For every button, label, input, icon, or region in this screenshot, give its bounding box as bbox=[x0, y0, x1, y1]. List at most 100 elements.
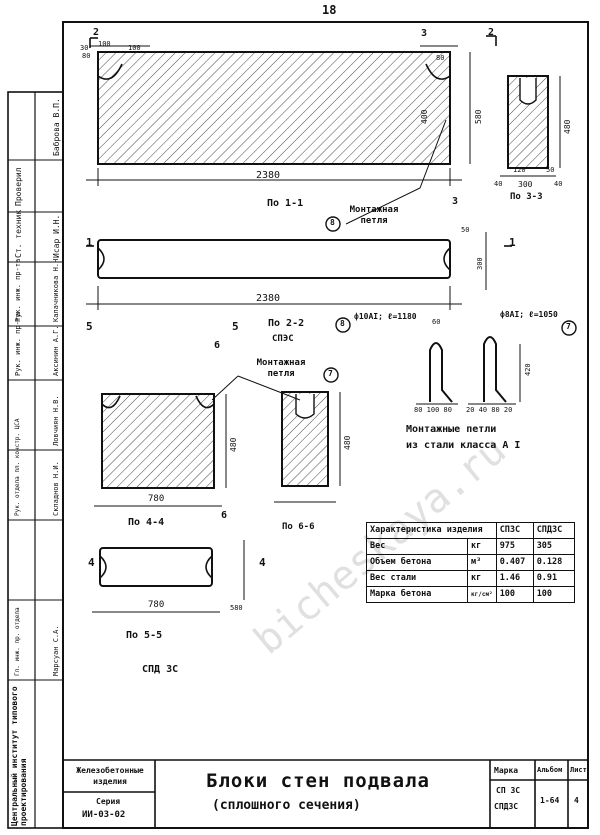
table-row: Вес кг 975 305 bbox=[366, 538, 575, 555]
cut-3: 3 bbox=[421, 28, 428, 39]
dim-420: 420 bbox=[524, 363, 532, 376]
titleblock-mark-label: Марка bbox=[494, 766, 519, 775]
titleblock-mark-2: СПД3С bbox=[494, 802, 519, 811]
dim-480a: 480 bbox=[563, 120, 572, 134]
dim-80a: 80 bbox=[82, 52, 91, 60]
sidebar-role-text: Рук. отдела пл. констр. ЦСА bbox=[14, 418, 21, 516]
titleblock-sheet-label: Лист bbox=[570, 766, 587, 774]
table-cell: Объем бетона bbox=[366, 554, 468, 571]
cut-5b: 5 bbox=[232, 320, 239, 333]
sidebar-name-text: Складнов Н.И. bbox=[52, 461, 60, 516]
sidebar-name-text: Аксинин А.Г. bbox=[52, 325, 60, 376]
callout-8b: 8 bbox=[340, 319, 345, 328]
sidebar-name-text: Ловчиян Н.В. bbox=[52, 395, 60, 446]
section-2-2-label: По 2-2 bbox=[268, 318, 305, 329]
dim-50a: 50 bbox=[546, 166, 555, 174]
loop-bar-8: ф10АI; ℓ=1180 bbox=[354, 312, 417, 321]
dim-120: 120 bbox=[513, 166, 526, 174]
spd3s-mid-label: СПЭС bbox=[272, 334, 294, 344]
table-row: Марка бетона кг/см² 100 100 bbox=[366, 586, 575, 603]
page-number: 18 bbox=[322, 3, 337, 17]
sidebar-name-text: Марсуан С.А. bbox=[52, 625, 60, 676]
sidebar-org: Центральный институт типового проектиров… bbox=[10, 686, 28, 826]
sidebar-name: Баброва В.П. bbox=[52, 98, 61, 156]
loop-bar-7: ф8АI; ℓ=1050 bbox=[500, 310, 558, 319]
loop-base-b: 20 40 80 20 bbox=[466, 406, 513, 414]
dim-300b-text: 300 bbox=[476, 257, 484, 270]
dim-30: 30 bbox=[80, 44, 89, 52]
sidebar-row-lines bbox=[8, 159, 63, 681]
spd3s-bottom-label: СПД 3С bbox=[142, 664, 179, 675]
dim-100a: 100 bbox=[98, 40, 111, 48]
dim-480b: 480 bbox=[229, 438, 238, 452]
dim-2380a: 2380 bbox=[256, 170, 281, 181]
sidebar-role: Проверил bbox=[14, 167, 23, 206]
mounting-loops bbox=[416, 336, 521, 405]
cut-2b: 2 bbox=[488, 27, 495, 38]
sidebar-name: Марсуан С.А. bbox=[52, 625, 60, 676]
block-section-1-1 bbox=[86, 35, 497, 186]
cut-6: 6 bbox=[214, 340, 221, 351]
cut-1b: 1 bbox=[509, 236, 516, 249]
table-row: Вес стали кг 1.46 0.91 bbox=[366, 570, 575, 587]
cut-4b: 4 bbox=[259, 556, 266, 569]
callout-7b: 7 bbox=[328, 369, 333, 378]
dim-60: 60 bbox=[432, 318, 441, 326]
block-section-3-3 bbox=[500, 75, 561, 177]
table-header-cell: Характеристика изделия bbox=[366, 522, 497, 539]
sidebar-name-text: Исар И.Н. bbox=[52, 214, 61, 258]
table-cell: 0.407 bbox=[495, 554, 534, 571]
table-cell: 1.46 bbox=[495, 570, 534, 587]
loops-caption-1: Монтажные петли bbox=[406, 424, 497, 435]
dim-480a-text: 480 bbox=[563, 119, 572, 134]
table-cell: 0.91 bbox=[532, 570, 575, 587]
block-section-5-5 bbox=[92, 540, 245, 613]
dim-480b-text: 480 bbox=[229, 437, 238, 452]
dim-420-text: 420 bbox=[524, 363, 532, 376]
loop-label-2: Монтажная петля bbox=[256, 358, 306, 379]
dim-50b: 50 bbox=[461, 226, 470, 234]
titleblock-album-value: 1-64 bbox=[540, 796, 560, 805]
titleblock-lines bbox=[63, 759, 588, 828]
dim-300a: 300 bbox=[518, 180, 533, 189]
dim-40a: 40 bbox=[494, 180, 503, 188]
sidebar-role: Гл. инж. пр. отдела bbox=[14, 607, 21, 676]
table-row: Объем бетона м³ 0.407 0.128 bbox=[366, 554, 575, 571]
dim-300b: 300 bbox=[476, 257, 484, 270]
cut-2: 2 bbox=[93, 27, 100, 38]
section-4-4-label: По 4-4 bbox=[128, 517, 165, 528]
dim-100b: 100 bbox=[128, 44, 141, 52]
section-1-1-label: По 1-1 bbox=[267, 198, 304, 209]
dim-400: 400 bbox=[420, 110, 429, 124]
section-6-6-label: По 6-6 bbox=[282, 522, 315, 532]
table-cell: кг/см² bbox=[467, 586, 497, 603]
drawing-subtitle: (сплошного сечения) bbox=[212, 798, 361, 813]
callout-7a: 7 bbox=[566, 322, 571, 331]
dim-480c-text: 480 bbox=[343, 435, 352, 450]
table-cell: 100 bbox=[495, 586, 534, 603]
cut-5: 5 bbox=[86, 320, 93, 333]
block-section-6-6 bbox=[274, 391, 341, 503]
sidebar-role: Ст. техник bbox=[14, 210, 23, 258]
table-cell: Вес bbox=[366, 538, 468, 555]
table-header-row: Характеристика изделия СПЗС СПДЗС bbox=[366, 522, 575, 539]
table-cell: Вес стали bbox=[366, 570, 468, 587]
dim-780b: 780 bbox=[148, 600, 165, 610]
titleblock-series-value: ИИ-03-02 bbox=[82, 810, 126, 820]
dim-80b: 80 bbox=[436, 54, 445, 62]
sidebar-name-text: Баброва В.П. bbox=[52, 98, 61, 156]
leader-lines bbox=[211, 119, 447, 401]
cut-6b: 6 bbox=[221, 510, 228, 521]
table-cell: 0.128 bbox=[532, 554, 575, 571]
titleblock-left-block: Железобетонные изделия bbox=[76, 766, 144, 786]
sidebar-role-text: Проверил bbox=[14, 167, 23, 206]
block-section-2-2 bbox=[86, 232, 512, 310]
titleblock-series-label: Серия bbox=[96, 797, 121, 806]
callout-8a: 8 bbox=[330, 218, 335, 227]
sidebar-role-text: Ст. техник bbox=[14, 209, 23, 258]
sidebar-role: Рук. отдела пл. констр. ЦСА bbox=[14, 418, 21, 516]
dim-40b: 40 bbox=[554, 180, 563, 188]
dim-780a: 780 bbox=[148, 494, 165, 504]
sidebar-name: Ловчиян Н.В. bbox=[52, 395, 60, 446]
